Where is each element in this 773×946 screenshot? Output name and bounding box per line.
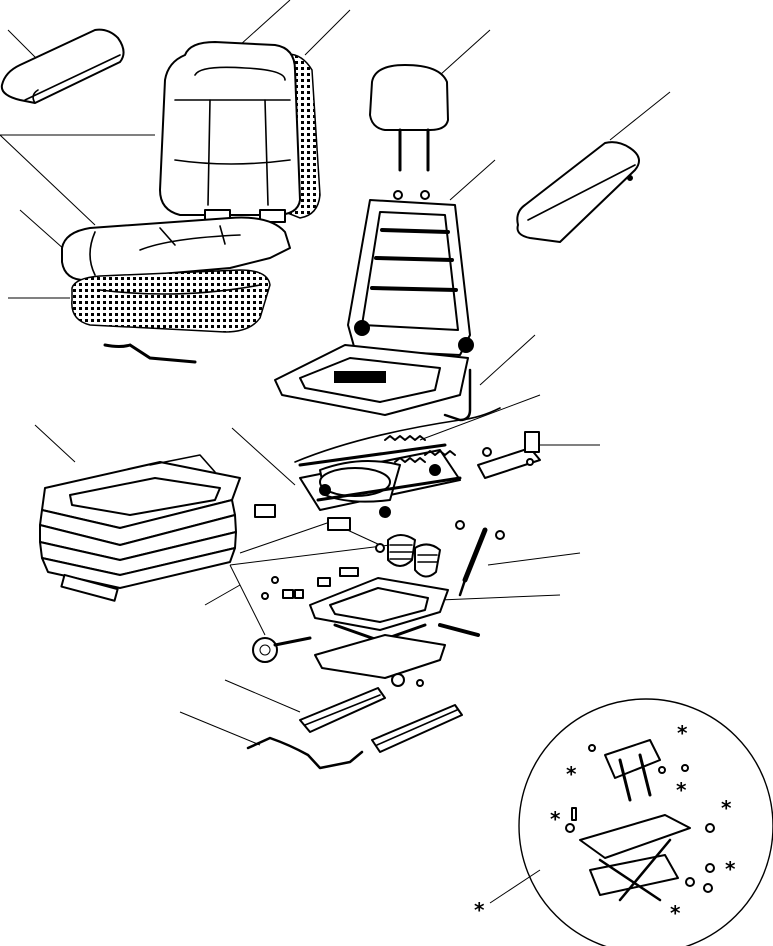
detail-view [518, 698, 773, 946]
headrest [369, 64, 449, 172]
leader-line-headrest [439, 29, 491, 76]
leader-line-bolts [204, 584, 241, 606]
slide-rails [246, 687, 463, 770]
adjust-knob [252, 636, 312, 663]
callout-markers: * * * * * * * * [474, 721, 736, 925]
asterisk-marker: * [670, 901, 681, 925]
leader-line-suspension-cover [34, 424, 76, 463]
leader-line-cable [479, 334, 536, 386]
leader-line-knob [229, 564, 266, 636]
leader-line-seat-cushion [19, 209, 66, 251]
leader-line-lever [179, 711, 261, 746]
backrest-cushion [159, 41, 321, 223]
asterisk-marker: * [474, 898, 485, 922]
back-frame [274, 190, 474, 422]
leader-line-backrest [239, 0, 291, 46]
asterisk-marker: * [725, 857, 736, 881]
scissor-suspension [261, 576, 480, 687]
leader-line-spring-set [229, 544, 391, 566]
asterisk-marker: * [550, 807, 561, 831]
armrest-left [0, 28, 125, 104]
asterisk-marker: * [677, 721, 688, 745]
asterisk-marker: * [676, 778, 687, 802]
leader-line-springs [419, 394, 541, 441]
leader-line-armrest-right [609, 91, 671, 141]
armrest-right [516, 141, 640, 243]
leader-line-back-cover [304, 9, 351, 56]
leader-line-slide-frame [231, 427, 296, 486]
seat-pan [71, 269, 271, 364]
suspension-bellows [39, 454, 241, 602]
leader-line-stopper-a [239, 521, 331, 554]
leader-line-armrest-left [7, 29, 41, 63]
leader-line-rail [224, 679, 301, 713]
leader-line-cushion-b [0, 134, 96, 226]
leader-line-back-frame [449, 159, 496, 201]
seat-cushion [61, 216, 291, 282]
leader-line-damper [487, 552, 581, 566]
leader-line-scissor [439, 594, 561, 601]
leader-line-detail [489, 869, 541, 904]
springs-and-damper [339, 520, 505, 597]
slide-mechanism [254, 407, 541, 531]
asterisk-marker: * [566, 762, 577, 786]
leader-lines [0, 0, 671, 904]
asterisk-marker: * [721, 796, 732, 820]
